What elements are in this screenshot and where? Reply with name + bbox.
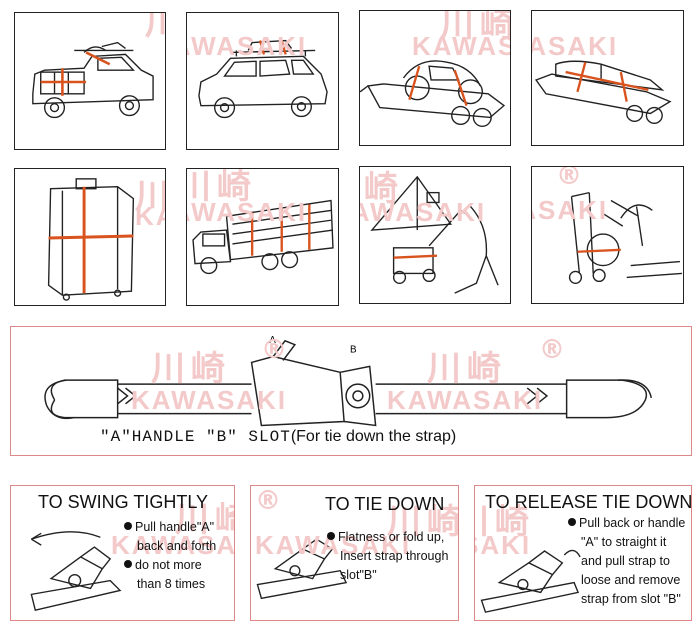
step-line: Pull back or handle xyxy=(568,516,685,531)
beach-cart-illustration xyxy=(568,191,682,284)
step-line: and pull strap to xyxy=(581,554,670,568)
ratchet-strap-illustration: A B xyxy=(44,335,653,427)
lumber-truck-illustration xyxy=(192,199,334,275)
step-line: back and forth xyxy=(137,539,217,553)
suitcase-illustration xyxy=(47,178,135,301)
panel-pickup-truck: 川崎 xyxy=(14,12,166,150)
tie-down-illustration xyxy=(256,538,348,600)
step-box-release: 川崎 KAWASAKI TO RELEASE TIE DOWN Pull bac… xyxy=(474,485,692,621)
swing-ratchet-illustration xyxy=(30,531,122,611)
step-line: strap from slot "B" xyxy=(581,592,681,606)
step-line: Insert strap through xyxy=(340,549,449,563)
ratchet-caption: "A"HANDLE "B" SLOT(For tie down the stra… xyxy=(100,428,456,446)
pickup-truck-illustration xyxy=(32,41,154,119)
panel-beach-cart: ® KAWASAKI xyxy=(531,166,684,304)
bullet-icon xyxy=(124,560,132,568)
panel-lumber-truck: 川崎 KAWASAKI xyxy=(186,168,339,306)
release-illustration xyxy=(480,549,581,613)
step-title: TO TIE DOWN xyxy=(325,494,445,514)
step-line: than 8 times xyxy=(137,577,206,591)
step-box-swing: 川崎 ® KAWASAKI TO SWING TIGHTLY Pull hand… xyxy=(10,485,235,621)
panel-station-wagon: KAWASAKI xyxy=(186,12,339,150)
bullet-icon xyxy=(327,532,335,540)
bullet-icon xyxy=(568,518,576,526)
step-line: slot"B" xyxy=(340,568,377,582)
slot-b-label: B xyxy=(350,345,357,356)
panel-camping-dolly: 川崎 KAWASAKI xyxy=(359,166,511,304)
panel-suitcase: 川崎 KAWASAKI xyxy=(14,168,166,306)
step-line: "A" to straight it xyxy=(581,535,667,549)
panel-boat-trailer: KAWASAKI xyxy=(531,10,684,146)
handle-a-label: A xyxy=(269,335,276,346)
step-box-tie: 川崎 ® KAWASAKI TO TIE DOWN Flatness or fo… xyxy=(250,485,459,621)
camping-dolly-illustration xyxy=(370,175,499,294)
caption-handle-slot: "A"HANDLE "B" SLOT xyxy=(100,428,291,446)
bullet-icon xyxy=(124,522,132,530)
step-line: loose and remove xyxy=(581,573,681,587)
boat-trailer-illustration xyxy=(534,60,672,125)
station-wagon-illustration xyxy=(198,39,328,119)
step-title: TO RELEASE TIE DOWN xyxy=(485,492,692,512)
caption-note: (For tie down the strap) xyxy=(290,428,457,445)
step-title: TO SWING TIGHTLY xyxy=(38,492,209,512)
step-line: Flatness or fold up, xyxy=(327,530,444,545)
step-line: Pull handle"A" xyxy=(124,520,214,535)
step-line: do not more xyxy=(124,558,202,573)
motorcycle-trailer-illustration xyxy=(360,60,506,127)
panel-motorcycle-trailer: 川崎 KAWASAKI xyxy=(359,10,511,146)
